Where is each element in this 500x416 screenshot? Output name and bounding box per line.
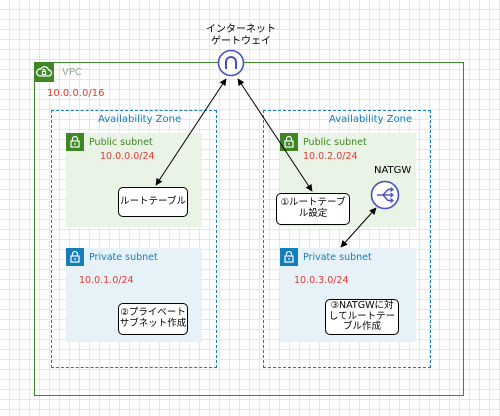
private-subnet-create-note[interactable]: ②プライベート サブネット作成 [118, 303, 188, 335]
availability-zone-1-label: Availability Zone [98, 114, 182, 125]
private-subnet-1-cidr: 10.0.1.0/24 [79, 275, 134, 286]
route-table-note-1[interactable]: ルートテーブル [118, 187, 188, 217]
vpc-cidr: 10.0.0.0/16 [47, 88, 105, 99]
internet-gateway-icon[interactable] [217, 49, 245, 77]
arrow-igw-to-route-table-2 [237, 78, 313, 192]
public-subnet-1-label: Public subnet [89, 137, 153, 148]
availability-zone-2 [263, 110, 431, 368]
arrow-igw-to-route-table-1 [155, 78, 227, 186]
public-subnet-2-label: Public subnet [303, 137, 367, 148]
route-table-setting-note[interactable]: ①ルートテーブ ル設定 [276, 193, 350, 225]
nat-gateway-label: NATGW [374, 165, 412, 176]
route-table-note-1-text: ルートテーブル [120, 195, 186, 207]
availability-zone-1 [51, 110, 217, 368]
private-subnet-2-cidr: 10.0.3.0/24 [294, 275, 349, 286]
internet-gateway-label: インターネット ゲートウェイ [206, 24, 276, 47]
natgw-route-table-note[interactable]: ③NATGWに対 してルートテー ブル作成 [325, 299, 399, 335]
vpc-label: VPC [62, 67, 82, 78]
private-subnet-1-label: Private subnet [89, 252, 158, 263]
public-subnet-1-cidr: 10.0.0.0/24 [100, 151, 155, 162]
lock-icon [280, 248, 298, 266]
cloud-icon [34, 62, 54, 82]
availability-zone-2-label: Availability Zone [329, 114, 413, 125]
natgw-route-table-note-text: ③NATGWに対 してルートテー ブル作成 [328, 299, 396, 333]
private-subnet-2-label: Private subnet [303, 252, 372, 263]
arrow-natgw-to-private-subnet [340, 207, 377, 248]
public-subnet-2-cidr: 10.0.2.0/24 [303, 151, 358, 162]
lock-icon [66, 133, 84, 151]
vpc-container [34, 62, 464, 396]
private-subnet-create-note-text: ②プライベート サブネット作成 [119, 307, 187, 329]
lock-icon [66, 248, 84, 266]
route-table-setting-note-text: ①ルートテーブ ル設定 [280, 197, 346, 219]
nat-gateway-icon[interactable] [370, 180, 400, 210]
